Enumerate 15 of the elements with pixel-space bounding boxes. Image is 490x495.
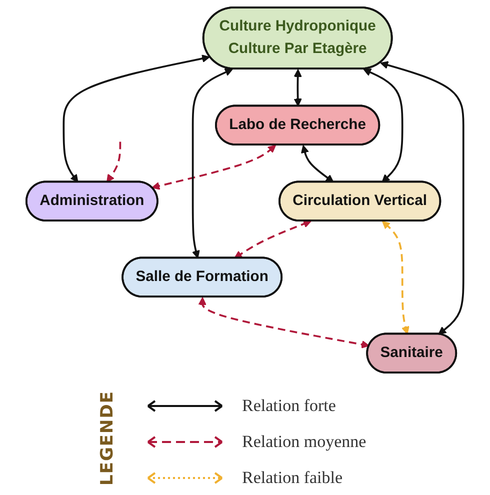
- legend-text: Relation faible: [242, 468, 343, 488]
- arrow: [106, 142, 122, 182]
- arrow: [301, 145, 334, 182]
- arrow: [192, 68, 234, 258]
- arrow: [152, 144, 276, 190]
- legend-title: LEGENDE: [97, 390, 118, 486]
- arrow: [382, 220, 410, 334]
- arrow: [363, 68, 404, 182]
- arrow: [234, 220, 312, 258]
- legend-text: Relation moyenne: [242, 432, 366, 452]
- arrow: [62, 54, 210, 182]
- arrow: [380, 61, 464, 335]
- arrow: [294, 69, 302, 106]
- legend-text: Relation forte: [242, 396, 336, 416]
- arrow: [198, 297, 370, 348]
